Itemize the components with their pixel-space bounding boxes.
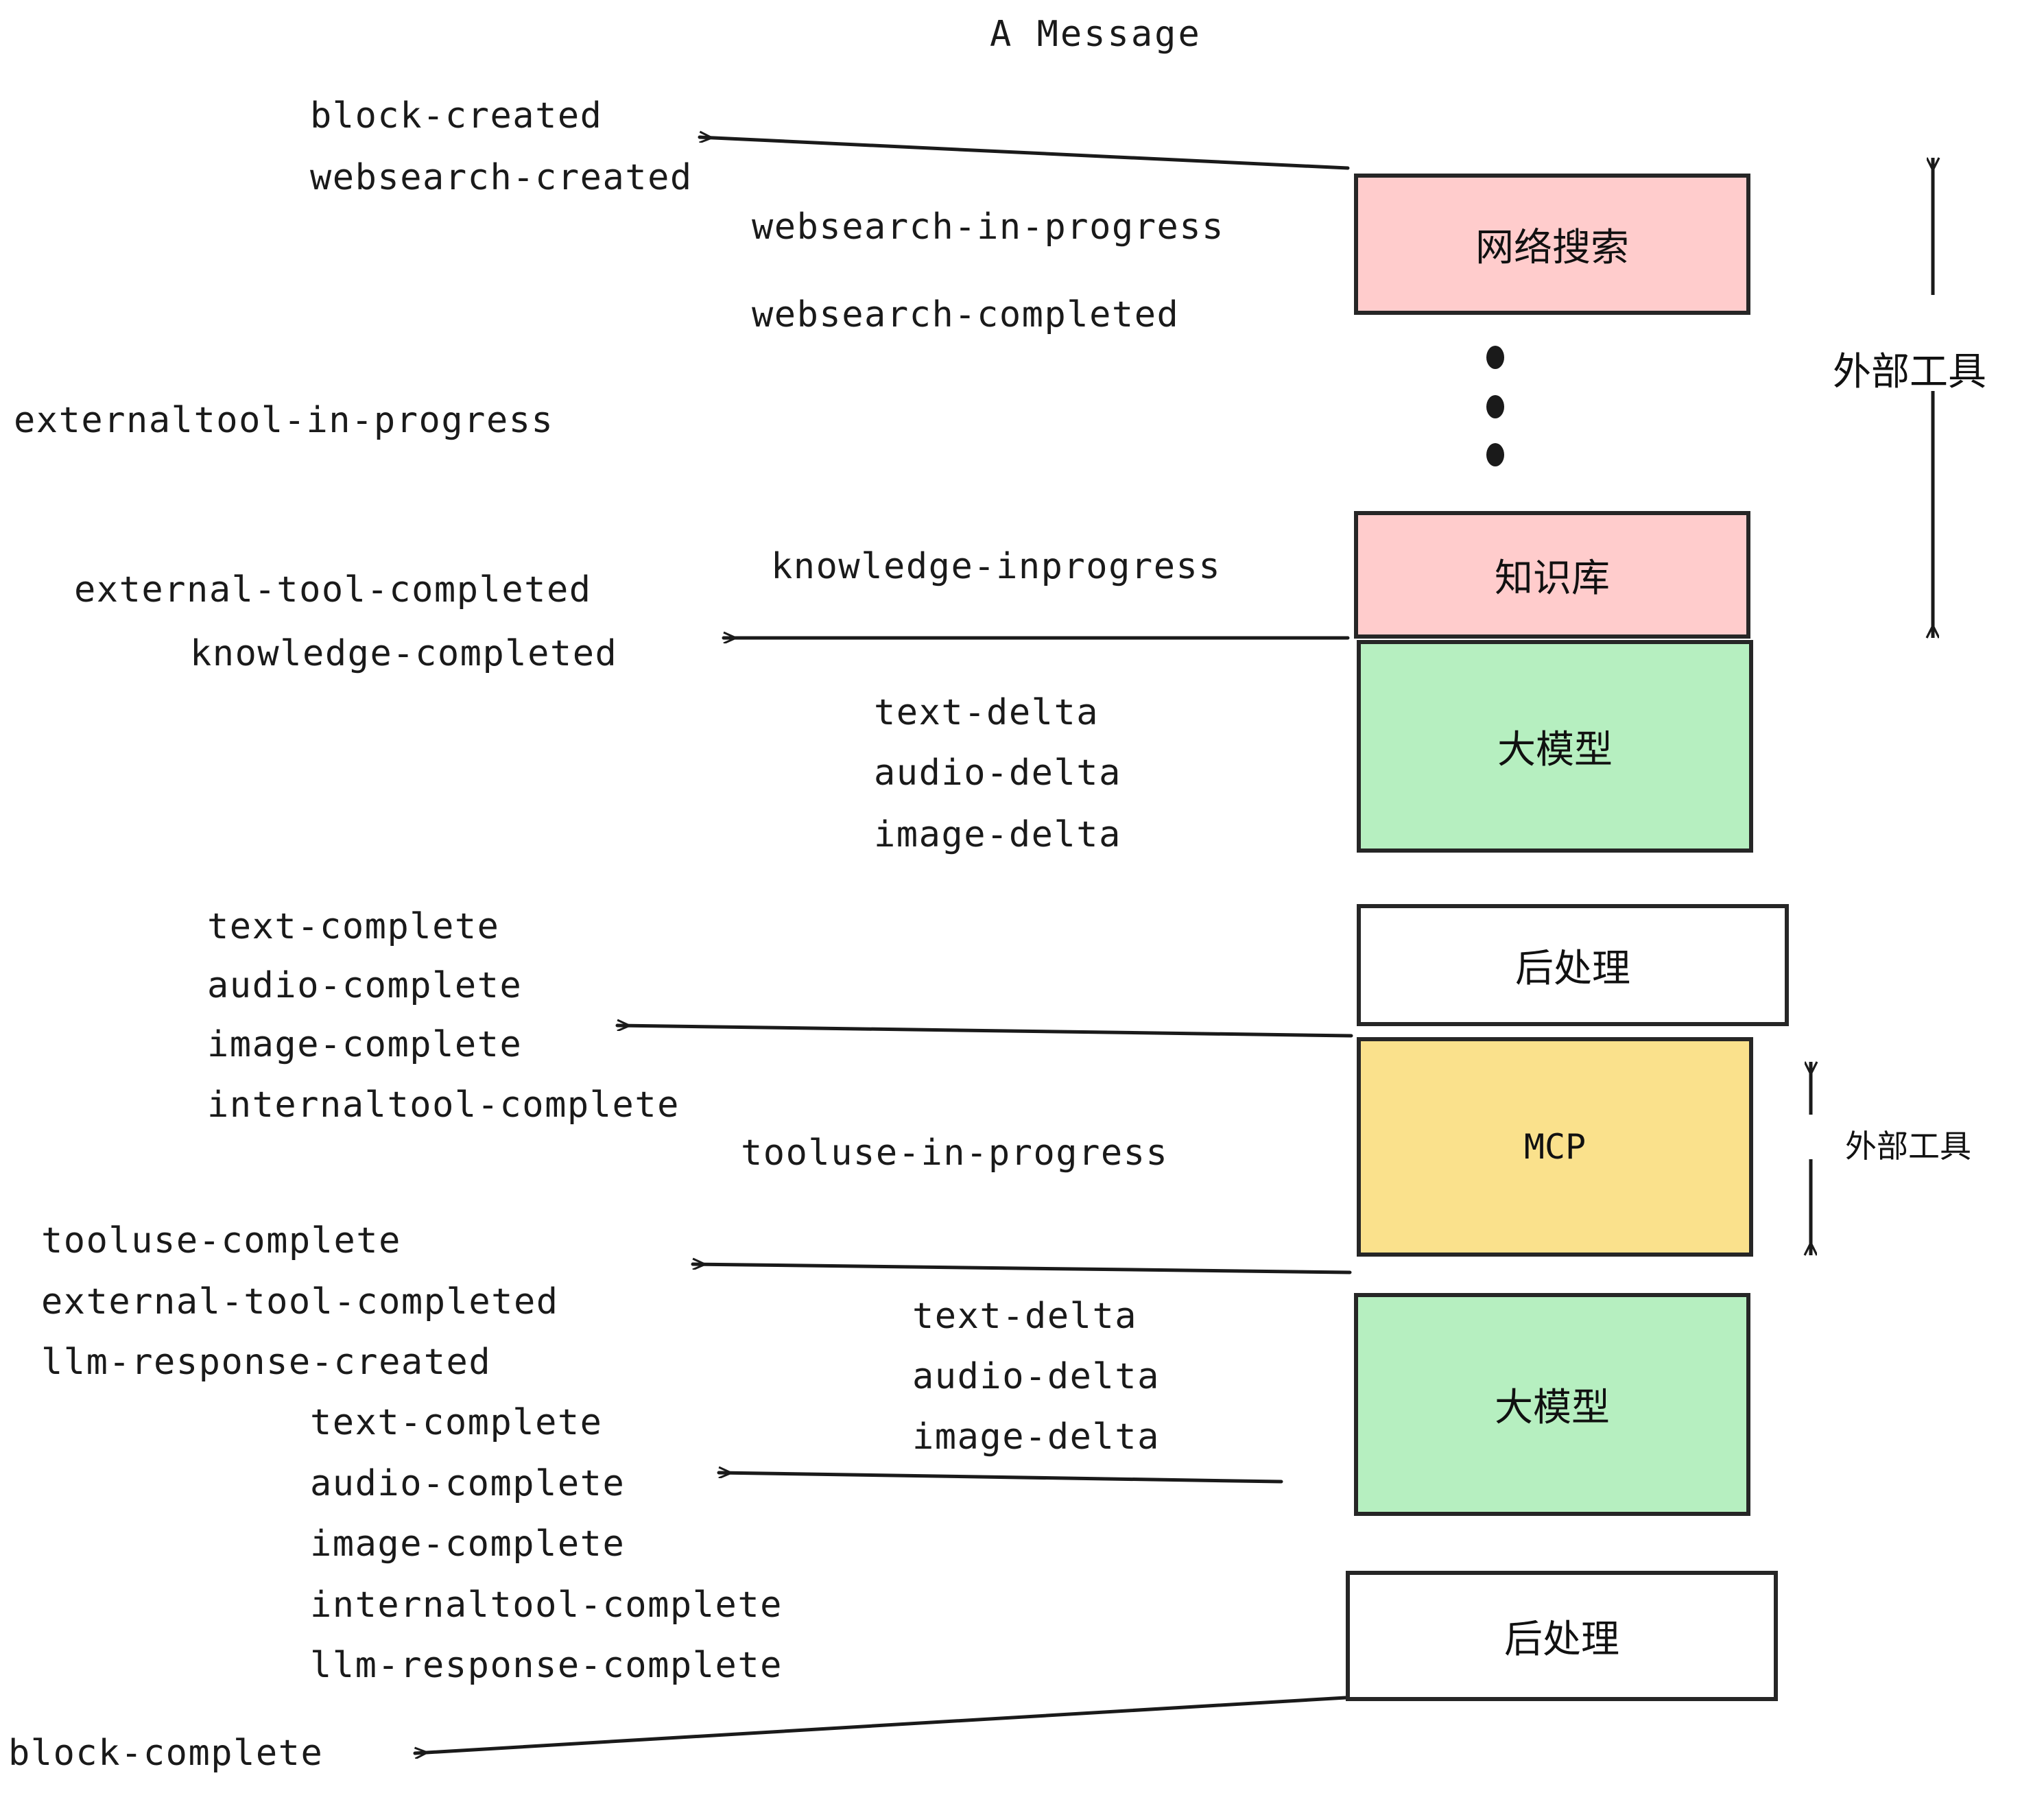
event-label: audio-complete	[310, 1463, 626, 1504]
event-label: block-complete	[8, 1733, 324, 1774]
node-box-websearch[interactable]: 网络搜索	[1354, 174, 1750, 315]
arrow-mcp-to-left	[691, 1264, 1352, 1274]
ellipsis-dot-3	[1486, 443, 1504, 466]
bracket-arrow-group	[1811, 158, 1933, 1255]
side-label-external-tools-bottom: 外部工具	[1845, 1128, 1971, 1165]
event-label: websearch-created	[310, 157, 693, 198]
event-label: externaltool-in-progress	[14, 400, 554, 441]
event-label: image-delta	[912, 1416, 1160, 1458]
flow-arrow-group	[413, 137, 1353, 1753]
node-label-knowledge: 知识库	[1495, 556, 1610, 601]
arrow-llm2-to-left	[717, 1473, 1283, 1484]
node-box-knowledge[interactable]: 知识库	[1354, 511, 1750, 639]
node-label-llm-2: 大模型	[1495, 1386, 1610, 1430]
event-label: block-created	[310, 95, 603, 137]
arrow-post2-to-block	[413, 1696, 1348, 1753]
event-label: image-delta	[874, 814, 1121, 855]
event-label: websearch-completed	[752, 294, 1180, 335]
event-label: text-complete	[310, 1402, 603, 1443]
node-box-llm-2[interactable]: 大模型	[1354, 1293, 1750, 1516]
arrow-postprocess-to-left	[615, 1025, 1353, 1038]
event-label: knowledge-inprogress	[771, 546, 1222, 587]
event-label: text-complete	[207, 906, 500, 947]
ellipsis-dot-2	[1486, 395, 1504, 418]
event-label: internaltool-complete	[310, 1585, 783, 1626]
node-label-llm-1: 大模型	[1497, 727, 1613, 772]
event-label: audio-delta	[874, 752, 1121, 794]
side-label-external-tools-top: 外部工具	[1833, 350, 1986, 394]
node-label-websearch: 网络搜索	[1475, 225, 1629, 270]
event-label: text-delta	[912, 1296, 1138, 1337]
event-label: internaltool-complete	[207, 1084, 680, 1126]
node-box-llm-1[interactable]: 大模型	[1357, 640, 1753, 853]
event-label: audio-complete	[207, 965, 523, 1006]
arrow-websearch-to-block	[698, 137, 1350, 170]
event-label: image-complete	[207, 1024, 523, 1065]
event-label: knowledge-completed	[190, 633, 618, 674]
event-label: websearch-in-progress	[752, 206, 1224, 248]
event-label: external-tool-completed	[41, 1281, 559, 1322]
event-label: tooluse-in-progress	[741, 1132, 1169, 1174]
event-label: external-tool-completed	[74, 569, 592, 610]
ellipsis-dot-1	[1486, 346, 1504, 369]
node-label-mcp: MCP	[1523, 1127, 1587, 1167]
node-box-mcp[interactable]: MCP	[1357, 1037, 1753, 1257]
page-title: A Message	[990, 14, 1202, 55]
event-label: image-complete	[310, 1523, 626, 1565]
event-label: llm-response-created	[41, 1342, 492, 1383]
node-box-post-2[interactable]: 后处理	[1346, 1571, 1778, 1701]
event-label: llm-response-complete	[310, 1645, 783, 1686]
event-label: audio-delta	[912, 1356, 1160, 1397]
vertical-ellipsis-icon	[1486, 346, 1504, 466]
event-label: tooluse-complete	[41, 1220, 401, 1261]
node-label-post-1: 后处理	[1515, 946, 1630, 991]
node-box-post-1[interactable]: 后处理	[1357, 904, 1789, 1026]
node-label-post-2: 后处理	[1504, 1617, 1619, 1662]
event-label: text-delta	[874, 692, 1100, 733]
